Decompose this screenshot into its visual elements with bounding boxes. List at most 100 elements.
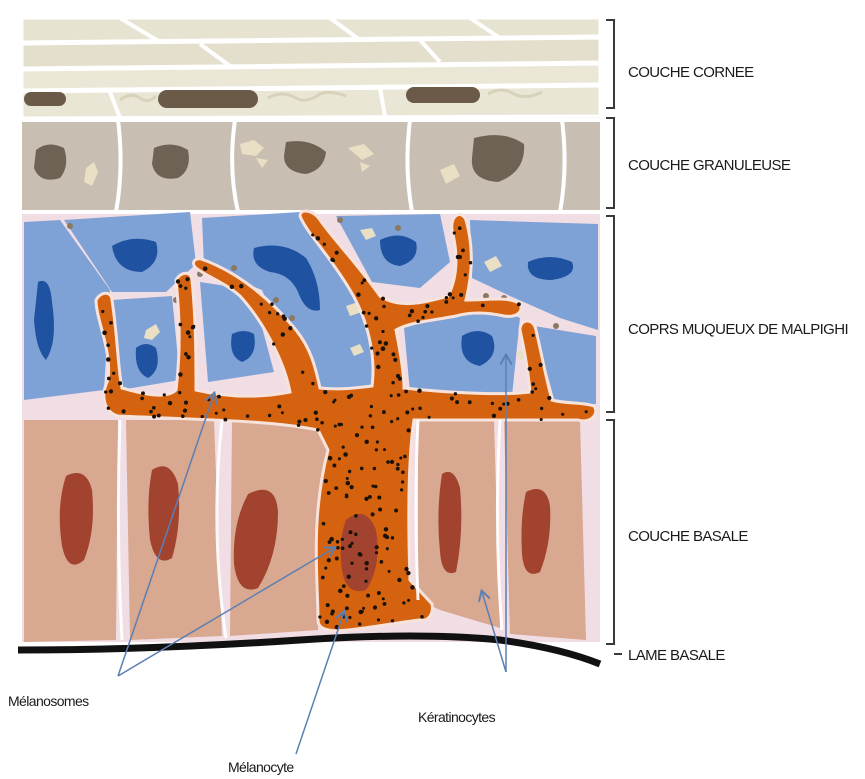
melanosome-dot <box>324 567 327 570</box>
melanosome-dot <box>334 486 338 490</box>
melanosome-dot <box>396 467 400 471</box>
label-melanosomes: Mélanosomes <box>8 693 89 709</box>
melanosome-dot <box>492 414 496 418</box>
melanosome-dot <box>391 619 394 622</box>
melanosome-dot <box>328 456 333 461</box>
melanosome-dot <box>184 401 188 405</box>
melanosome-dot <box>203 266 208 271</box>
melanosome-dot <box>327 558 331 562</box>
melanosome-dot <box>376 365 380 369</box>
melanosome-dot <box>458 226 462 230</box>
melanosome-dot <box>246 414 249 417</box>
melanosome-dot <box>528 367 532 371</box>
melanosome-dot <box>328 540 332 544</box>
melanosome-dot <box>397 578 401 582</box>
melanosome-dot <box>384 341 388 345</box>
melanosome-dot <box>355 433 359 437</box>
melanosome-dot <box>118 381 122 385</box>
melanosome-dot <box>121 409 125 413</box>
melanosome-dot <box>383 602 387 606</box>
melanosome-dot <box>358 552 362 556</box>
melanosome-dot <box>454 392 457 395</box>
melanosome-dot <box>102 331 107 336</box>
melanosome-dot <box>453 231 456 234</box>
melanosome-dot <box>325 620 329 624</box>
melanosome-dot <box>531 382 535 386</box>
melanosome-dot <box>410 585 415 590</box>
melanosome-dot <box>350 485 354 489</box>
melanosome-dot <box>303 418 307 422</box>
melanosome-dot <box>377 618 380 621</box>
melanosome-dot <box>311 233 314 236</box>
melanosome-dot <box>201 415 204 418</box>
melanosome-dot <box>107 406 110 409</box>
melanosome-dot <box>517 398 521 402</box>
melanosome-dot <box>347 575 351 579</box>
melanosome-dot <box>404 567 408 571</box>
melanosome-dot <box>498 407 502 411</box>
melanosome-dot <box>450 396 454 400</box>
melanosome-dot <box>338 423 342 427</box>
melanosome-dot <box>332 259 335 262</box>
melanosome-dot <box>334 425 337 428</box>
melanosome-dot <box>239 284 244 289</box>
melanosome-dot <box>403 455 407 459</box>
melanosome-dot <box>184 352 188 356</box>
melanosome-dot <box>188 335 191 338</box>
melanosome-dot <box>360 425 363 428</box>
melanosome-dot <box>362 607 365 610</box>
melanosome-dot <box>222 408 225 411</box>
melanosome-dot <box>281 332 286 337</box>
melanosome-dot <box>374 316 378 320</box>
melanosome-dot <box>386 547 389 550</box>
melanosome-dot <box>109 321 113 325</box>
melanosome-dot <box>349 530 353 534</box>
melanosome-dot <box>371 512 375 516</box>
melanosome-dot <box>406 428 410 432</box>
stratum-basale <box>22 414 600 642</box>
melanosome-dot <box>378 507 382 511</box>
label-lame-basale: LAME BASALE <box>628 647 725 664</box>
melanosome-dot <box>358 622 361 625</box>
melanosome-dot <box>230 285 235 290</box>
melanosome-dot <box>179 284 183 288</box>
melanosome-dot <box>530 390 534 394</box>
melanosome-dot <box>361 282 364 285</box>
melanosome-dot <box>272 342 275 345</box>
melanosome-dot <box>364 440 368 444</box>
melanosome-dot <box>391 536 394 539</box>
melanosome-dot <box>366 594 370 598</box>
melanosome-dot <box>338 589 343 594</box>
melanosome-dot <box>109 389 113 393</box>
melanosome-dot <box>408 314 412 318</box>
melanosome-dot <box>382 305 386 309</box>
melanosome-dot <box>517 302 521 306</box>
melanosome-dot <box>268 311 271 314</box>
melanosome-dot <box>406 571 410 575</box>
melanosome-dot <box>345 606 349 610</box>
melanosome-dot <box>354 514 358 518</box>
melanosome-dot <box>345 495 349 499</box>
melanosome-dot <box>346 477 349 480</box>
melanosome-dot <box>324 479 328 483</box>
melanosome-dot <box>373 467 377 471</box>
melanosome-dot <box>392 352 396 356</box>
melanosome-dot <box>365 561 369 565</box>
melanosome-dot <box>152 415 156 419</box>
melanosome-dot <box>370 346 373 349</box>
melanosome-dot <box>112 372 115 375</box>
melanosome-dot <box>468 400 472 404</box>
melanosome-dot <box>297 420 301 424</box>
melanosome-dot <box>335 557 339 561</box>
melanosome-dot <box>365 567 368 570</box>
melanosome-dot <box>107 377 111 381</box>
melanosome-dot <box>378 340 382 344</box>
melanosome-dot <box>400 488 403 491</box>
melanosome-dot <box>101 310 104 313</box>
melanosome-dot <box>396 417 399 420</box>
melanosome-dot <box>336 546 340 550</box>
melanosome-dot <box>421 316 424 319</box>
melanosome-dot <box>163 393 166 396</box>
melanosome-dot <box>377 591 381 595</box>
melanosome-dot <box>330 612 334 616</box>
